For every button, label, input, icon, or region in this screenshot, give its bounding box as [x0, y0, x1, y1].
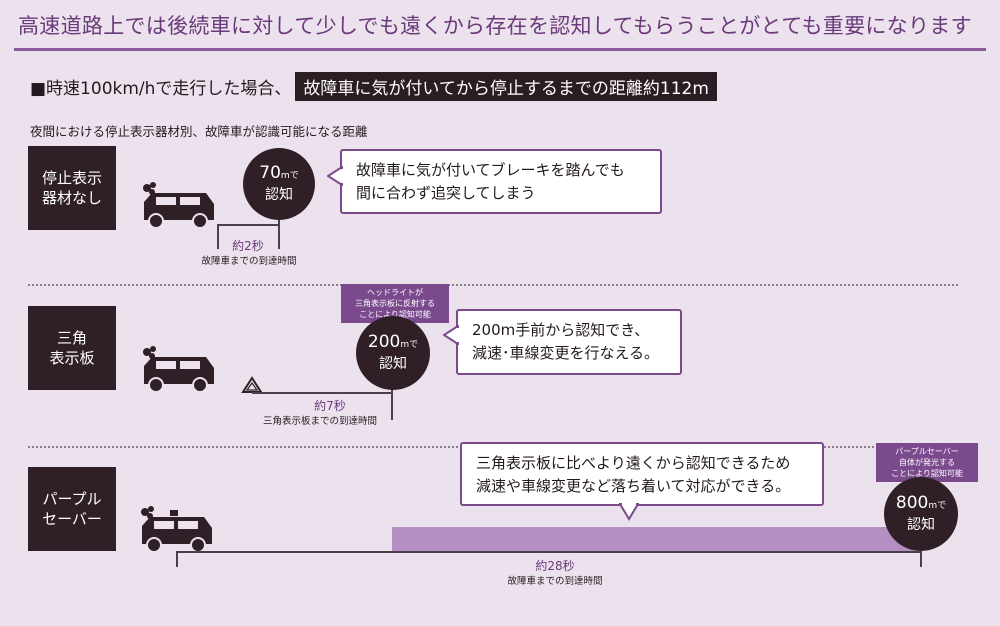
timeline-line [217, 224, 279, 226]
label-no-device: 停止表示 器材なし [28, 146, 116, 230]
header-rule [14, 48, 986, 51]
bubble-line: 三角表示板に比べより遠くから認知できるため [476, 454, 791, 472]
note-line: ことにより認知可能 [891, 469, 963, 478]
label-triangle-sign: 三角 表示板 [28, 306, 116, 390]
timeline-line [176, 551, 922, 553]
timeline-tick [217, 225, 219, 249]
intro-line: ■時速100km/hで走行した場合、 故障車に気が付いてから停止するまでの距離約… [30, 72, 717, 101]
recognition-badge: 200mで 認知 [356, 316, 430, 390]
label-line: 停止表示 [41, 169, 102, 187]
label-line: セーバー [42, 510, 102, 528]
distance-unit: m [400, 340, 410, 350]
bubble-pointer [327, 166, 343, 186]
distance-value: 70 [259, 163, 281, 183]
distance-value: 200 [367, 332, 401, 352]
bubble-line: 減速や車線変更など落ち着いて対応ができる。 [476, 477, 791, 495]
note-line: ことにより認知可能 [359, 310, 431, 319]
speech-bubble: 三角表示板に比べより遠くから認知できるため 減速や車線変更など落ち着いて対応がで… [460, 442, 824, 506]
intro-prefix: ■時速100km/hで走行した場合、 [30, 79, 292, 99]
broken-car-with-light-icon [141, 506, 212, 553]
note-line: ヘッドライトが [367, 288, 423, 297]
label-purple-saver: パープル セーバー [28, 467, 116, 551]
recognition-badge: 800mで 認知 [884, 477, 958, 551]
speech-bubble: 200m手前から認知でき、 減速･車線変更を行なえる。 [456, 309, 682, 375]
broken-car-icon [143, 346, 214, 393]
distance-suffix: で [937, 501, 947, 511]
bubble-line: 減速･車線変更を行なえる。 [472, 344, 660, 362]
duration-label: 約28秒 [535, 559, 575, 573]
sub-caption: 夜間における停止表示器材別、故障車が認識可能になる距離 [30, 124, 368, 139]
label-line: 器材なし [41, 189, 102, 207]
timeline-tick [278, 218, 280, 249]
emission-note: パープルセーバー 自体が発光する ことにより認知可能 [876, 443, 978, 482]
label-line: パープル [42, 490, 102, 508]
duration-caption: 三角表示板までの到達時間 [262, 416, 377, 427]
bubble-line: 200m手前から認知でき、 [472, 321, 650, 339]
timeline-tick [176, 551, 178, 567]
duration-caption: 故障車までの到達時間 [201, 256, 297, 267]
bubble-line: 故障車に気が付いてブレーキを踏んでも [356, 161, 625, 179]
broken-car-icon [143, 182, 214, 229]
note-line: パープルセーバー [895, 447, 959, 456]
distance-value: 800 [895, 493, 929, 513]
duration-label: 約2秒 [232, 239, 264, 253]
distance-unit: m [280, 171, 290, 181]
timeline-line [252, 392, 392, 394]
badge-caption: 認知 [907, 517, 935, 533]
reflection-note: ヘッドライトが 三角表示板に反射する ことにより認知可能 [341, 284, 449, 323]
recognition-range-bar [392, 527, 922, 552]
distance-suffix: で [409, 340, 419, 350]
badge-caption: 認知 [265, 187, 293, 203]
duration-label: 約7秒 [314, 399, 346, 413]
note-line: 自体が発光する [899, 458, 955, 467]
timeline-tick [920, 540, 922, 567]
bubble-line: 間に合わず追突してしまう [356, 184, 536, 202]
bubble-pointer [443, 325, 459, 345]
distance-unit: m [928, 501, 938, 511]
intro-highlight: 故障車に気が付いてから停止するまでの距離約112m [295, 72, 717, 101]
page-title: 高速道路上では後続車に対して少しでも遠くから存在を認知してもらうことがとても重要… [18, 14, 972, 38]
bubble-pointer [619, 503, 639, 521]
row-divider [28, 284, 958, 286]
distance-suffix: で [289, 171, 299, 181]
duration-caption: 故障車までの到達時間 [507, 576, 603, 587]
label-line: 表示板 [49, 349, 95, 367]
label-line: 三角 [56, 329, 87, 347]
recognition-badge: 70mで 認知 [243, 148, 315, 220]
badge-caption: 認知 [379, 356, 407, 372]
speech-bubble: 故障車に気が付いてブレーキを踏んでも 間に合わず追突してしまう [340, 149, 662, 214]
note-line: 三角表示板に反射する [355, 299, 435, 308]
